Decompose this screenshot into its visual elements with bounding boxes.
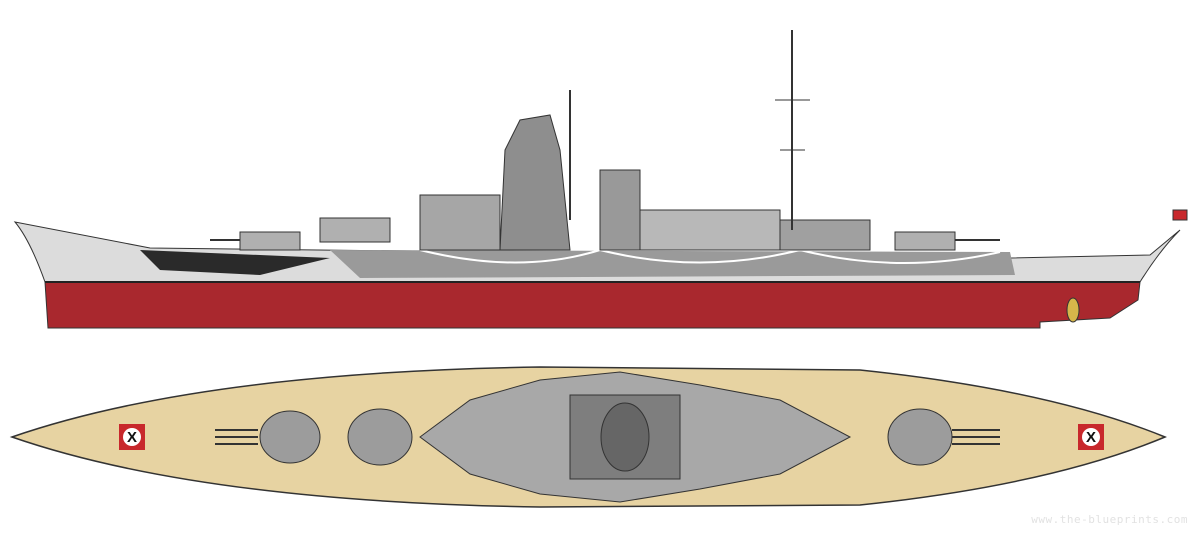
air-recognition-mark-aft: X [1078, 424, 1104, 450]
funnel-top [600, 402, 650, 472]
midships [639, 209, 781, 251]
top-view [9, 366, 1167, 508]
flag [1172, 209, 1188, 221]
watermark: www.the-blueprints.com [1031, 513, 1188, 526]
camo-dark [140, 250, 330, 275]
turret-c-top [887, 408, 953, 466]
turret-a-top [259, 410, 321, 464]
turret-b-top [347, 408, 413, 466]
turret-b [319, 217, 391, 243]
aft-structure [779, 219, 871, 251]
camo-mid [330, 250, 1015, 278]
hull-lower [44, 281, 1141, 329]
tower [499, 114, 571, 251]
air-recognition-mark-fore: X [119, 424, 145, 450]
turret-c [894, 231, 956, 251]
side-view [13, 30, 1188, 329]
camo-mid-2 [419, 248, 1001, 265]
funnel [599, 169, 641, 251]
turret-a [239, 231, 301, 251]
propeller [1066, 297, 1080, 323]
bridge [419, 194, 501, 251]
